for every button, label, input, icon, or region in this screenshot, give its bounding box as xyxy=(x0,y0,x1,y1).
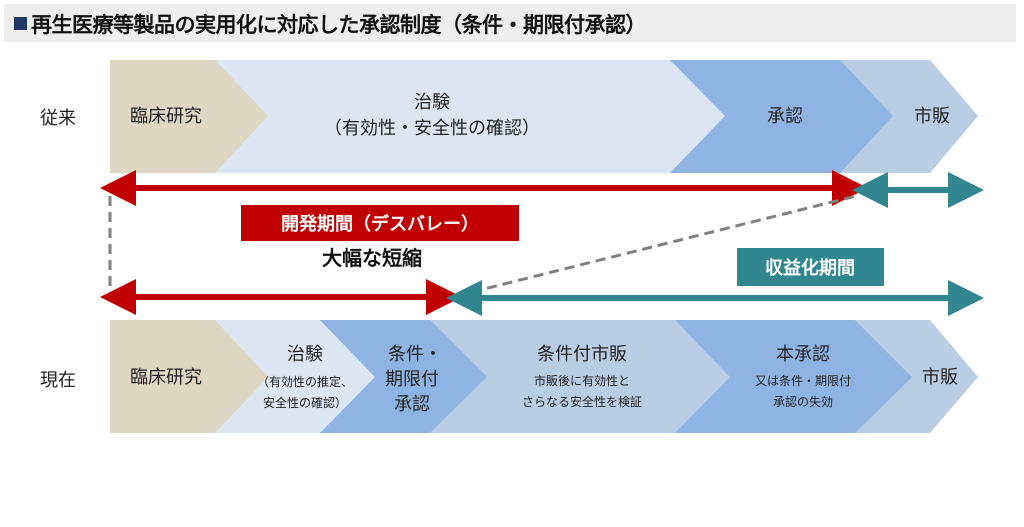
svg-text:さらなる安全性を検証: さらなる安全性を検証 xyxy=(522,394,642,409)
svg-text:安全性の確認）: 安全性の確認） xyxy=(263,395,347,410)
stage-market xyxy=(840,60,978,173)
svg-text:期限付: 期限付 xyxy=(385,369,439,390)
square-bullet-icon xyxy=(14,17,27,30)
row-label-conventional: 従来 xyxy=(40,108,76,129)
stage-conditional-approval xyxy=(320,320,487,433)
current-process-row: 臨床研究 治験 （有効性の推定、 安全性の確認） 条件・ 期限付 承認 条件付市… xyxy=(110,320,978,433)
stage-market xyxy=(855,320,978,433)
stage-trial xyxy=(215,60,725,173)
conventional-process-row: 臨床研究 治験 （有効性・安全性の確認） 承認 市販 xyxy=(110,60,978,173)
svg-text:本承認: 本承認 xyxy=(776,344,830,365)
svg-text:承認: 承認 xyxy=(767,106,803,127)
svg-text:条件付市販: 条件付市販 xyxy=(537,344,627,365)
stage-conditional-market xyxy=(430,320,730,433)
svg-text:市販: 市販 xyxy=(922,367,958,388)
svg-text:臨床研究: 臨床研究 xyxy=(130,367,202,388)
svg-text:市販後に有効性と: 市販後に有効性と xyxy=(534,373,630,388)
development-period-label-box xyxy=(241,205,519,241)
svg-text:市販: 市販 xyxy=(914,106,950,127)
stage-clinical-research xyxy=(110,60,268,173)
dashed-guide-diagonal xyxy=(455,194,857,298)
stage-trial xyxy=(215,320,375,433)
svg-text:治験: 治験 xyxy=(414,92,450,113)
stage-approval xyxy=(670,60,893,173)
svg-text:又は条件・期限付: 又は条件・期限付 xyxy=(755,374,851,388)
stage-full-approval xyxy=(675,320,912,433)
row-label-current: 現在 xyxy=(40,370,76,391)
shortening-label: 大幅な短縮 xyxy=(322,246,422,270)
svg-text:（有効性の推定、: （有効性の推定、 xyxy=(257,374,353,389)
title-bar: 再生医療等製品の実用化に対応した承認制度（条件・期限付承認） xyxy=(4,4,1016,42)
svg-text:臨床研究: 臨床研究 xyxy=(130,106,202,127)
development-period-label: 開発期間（デスバレー） xyxy=(281,213,479,235)
stage-clinical-research xyxy=(110,320,268,433)
revenue-period-label: 収益化期間 xyxy=(765,257,855,279)
revenue-period-label-box xyxy=(737,248,884,286)
svg-text:承認: 承認 xyxy=(394,394,430,415)
svg-text:承認の失効: 承認の失効 xyxy=(773,394,833,409)
svg-text:条件・: 条件・ xyxy=(388,344,442,365)
page-title: 再生医療等製品の実用化に対応した承認制度（条件・期限付承認） xyxy=(31,13,647,37)
svg-text:治験: 治験 xyxy=(287,344,323,365)
svg-text:（有効性・安全性の確認）: （有効性・安全性の確認） xyxy=(324,118,540,139)
